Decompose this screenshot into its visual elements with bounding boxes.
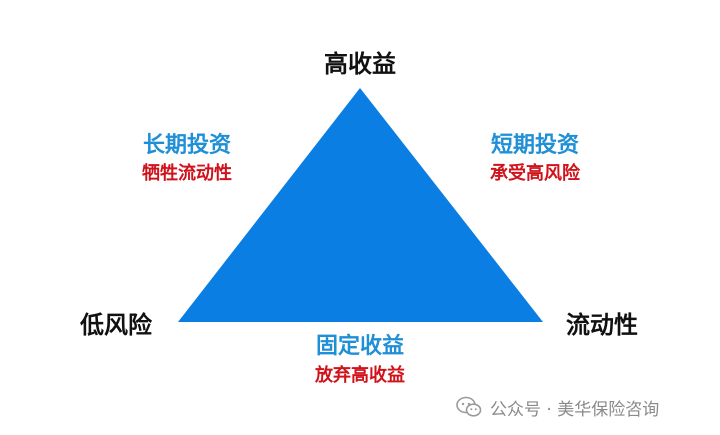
left-side-title: 长期投资: [142, 133, 232, 158]
watermark: 公众号 · 美华保险咨询: [456, 394, 659, 420]
right-vertex-label: 流动性: [566, 311, 638, 339]
right-side-subtitle: 承受高风险: [490, 163, 580, 184]
left-side-subtitle: 牺牲流动性: [142, 163, 232, 184]
wechat-icon: [456, 396, 482, 417]
bottom-side-title: 固定收益: [315, 334, 405, 359]
right-side-title: 短期投资: [490, 133, 580, 158]
left-vertex-label: 低风险: [80, 311, 152, 339]
top-vertex-label: 高收益: [324, 50, 396, 78]
watermark-text: 公众号 · 美华保险咨询: [490, 399, 660, 420]
bottom-side-subtitle: 放弃高收益: [315, 365, 405, 386]
risk-return-triangle: [178, 88, 543, 322]
